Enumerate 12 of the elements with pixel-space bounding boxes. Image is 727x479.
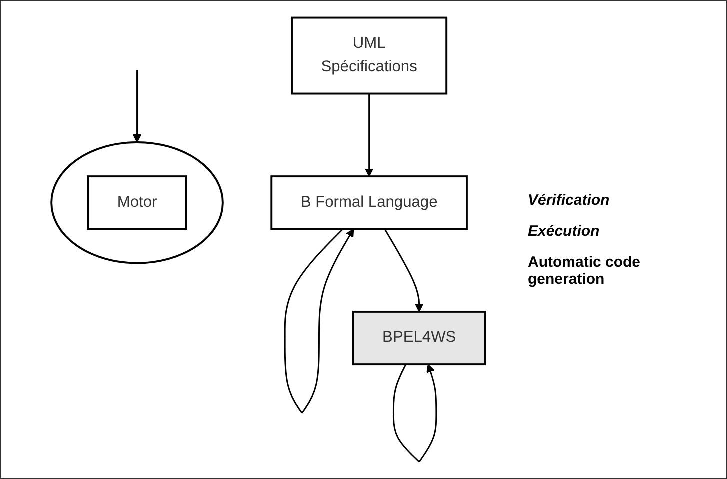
arrow	[284, 228, 354, 414]
node-box: UML Spécifications	[291, 16, 448, 94]
annotation-text: Exécution	[528, 222, 601, 240]
arrow	[132, 70, 142, 142]
arrow	[365, 93, 374, 176]
annotation-text: Vérification	[528, 192, 611, 208]
arrow	[392, 364, 438, 462]
node-box: BPEL4WS	[352, 310, 486, 366]
node-box: B Formal Language	[270, 175, 468, 230]
annotation-text: Automatic code generation	[528, 254, 642, 288]
node-box: Motor	[87, 175, 188, 230]
arrow	[384, 228, 424, 312]
